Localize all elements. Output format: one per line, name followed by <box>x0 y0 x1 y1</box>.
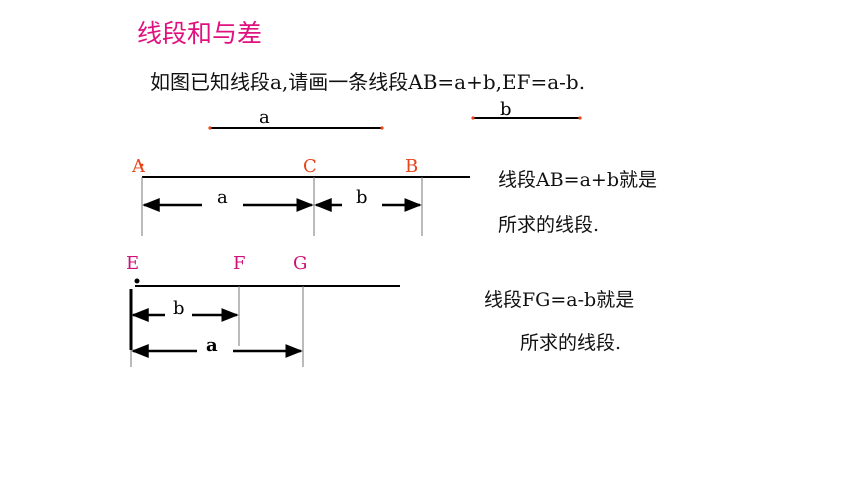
slide-title: 线段和与差 <box>137 19 263 48</box>
given-a-right-dot <box>380 126 384 130</box>
dimension-b-label: b <box>356 187 368 208</box>
point-b-label: B <box>405 156 418 177</box>
given-b-right-dot <box>578 116 582 120</box>
sum-answer-line2: 所求的线段. <box>498 214 600 236</box>
sum-answer-line1: 线段AB=a+b就是 <box>498 169 658 191</box>
point-a-label: A <box>131 156 146 177</box>
given-a-label: a <box>259 107 270 128</box>
point-c-label: C <box>303 156 317 177</box>
given-a-left-dot <box>208 126 212 130</box>
point-e-label: E <box>126 253 139 274</box>
sum-figure: A C B a b <box>131 156 470 236</box>
dimension-a2-label: a <box>206 335 218 356</box>
difference-figure: E F G b a <box>126 253 400 367</box>
given-b-left-dot <box>471 116 475 120</box>
point-a-dot <box>140 163 144 167</box>
given-segments: a b <box>208 99 582 130</box>
diff-answer-line1: 线段FG=a-b就是 <box>484 289 635 311</box>
given-b-label: b <box>500 99 512 120</box>
dimension-b2-label: b <box>173 298 185 319</box>
diff-answer-line2: 所求的线段. <box>520 332 622 354</box>
point-e-dot <box>134 278 140 284</box>
problem-statement: 如图已知线段a,请画一条线段AB=a+b,EF=a-b. <box>150 70 586 94</box>
point-f-label: F <box>233 253 246 274</box>
point-g-label: G <box>293 253 307 274</box>
dimension-a-label: a <box>217 187 228 208</box>
